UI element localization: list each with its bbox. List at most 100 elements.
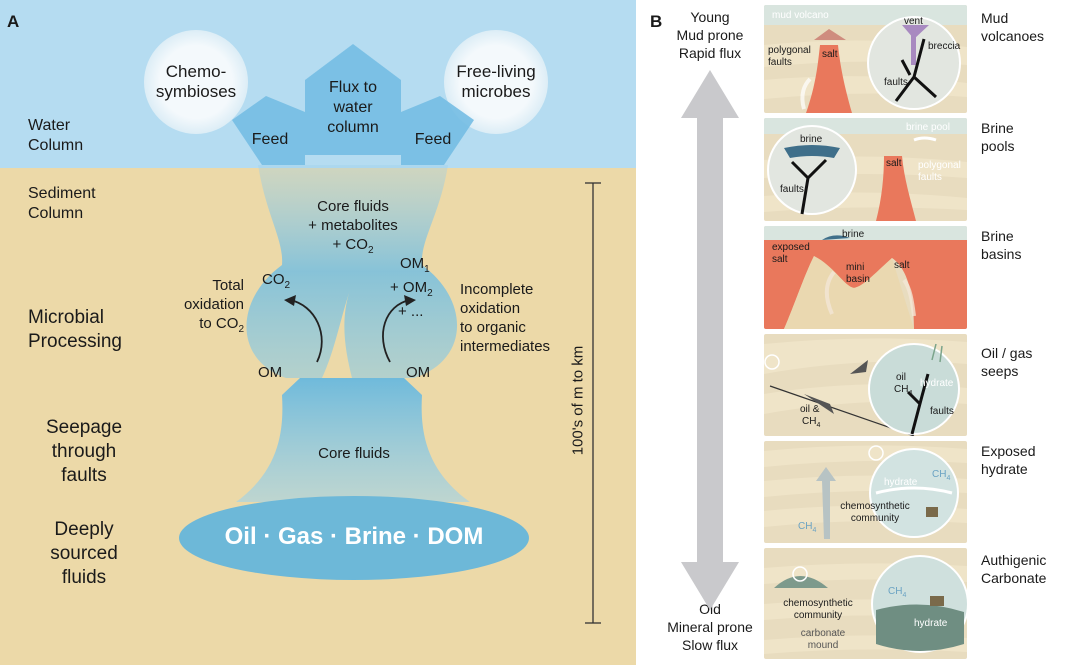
feed-left-label: Feed [251, 131, 289, 148]
core-fluids-lower: Core fluids [318, 445, 390, 462]
gradient-double-arrow [681, 70, 739, 610]
right-cycle-arrow [382, 299, 411, 363]
tile-oil-gas-seeps: oil CH4 hydrate faults oil & CH4 [764, 334, 967, 436]
ac-annotation-d: carbonate mound [800, 628, 846, 651]
bb-annotation-b: exposed salt [772, 242, 810, 265]
total-oxidation-line1: Total [212, 277, 244, 294]
upper-plume [246, 165, 458, 378]
water-column-label: Water Column [28, 117, 84, 154]
left-cycle-product: CO2 [262, 271, 290, 291]
og-annotation-c: hydrate [920, 378, 954, 389]
right-cycle-products: OM1 + OM2 + ... [390, 255, 433, 321]
tile-title-brine-basins: Brine basins [981, 228, 1022, 262]
core-fluids-top-sub: 2 [367, 245, 374, 256]
feed-arrow-right [401, 96, 474, 165]
bp-annotation-e: polygonal faults [918, 160, 961, 183]
core-fluids-top-line1: Core fluids [317, 198, 389, 215]
tile-title-mud-volcanoes: Mud volcanoes [981, 10, 1045, 44]
right-cycle-etc: + ... [398, 303, 424, 320]
chemosymbioses-label: Chemo- symbioses [155, 62, 237, 101]
bp-annotation-a: brine [800, 134, 823, 145]
feed-arrow-left [232, 96, 305, 165]
tile-exposed-hydrate: CH4 hydrate chemosynthetic community CH4 [764, 441, 967, 543]
eh-annotation-d: CH4 [798, 521, 816, 534]
core-fluids-top: Core fluids + metabolites + CO2 [280, 197, 426, 260]
tile-exposed-hydrate-art [764, 441, 967, 543]
og-annotation-b-text: CH [894, 384, 909, 395]
ac-annotation-b: chemosynthetic community [783, 598, 853, 621]
tile-title-oil-gas-seeps: Oil / gas seeps [981, 345, 1033, 379]
right-cycle-substrate: OM [406, 364, 431, 381]
ac-annotation-a-text: CH [888, 586, 903, 597]
og-annotation-a: oil [896, 372, 907, 383]
right-cycle-om1-text: OM [400, 255, 425, 272]
bb-annotation-c: mini basin [846, 262, 870, 285]
bb-annotation-d: salt [894, 260, 910, 271]
og-annotation-f-sub: 4 [816, 422, 821, 429]
deeply-sourced-label: Deeply sourced fluids [50, 519, 118, 588]
ac-annotation-a-sub: 4 [902, 592, 907, 599]
feed-right-label: Feed [414, 131, 452, 148]
microbial-processing-label: Microbial Processing [28, 307, 122, 352]
total-oxidation-label: Total oxidation to CO2 [160, 276, 244, 339]
core-fluids-top-line3: + CO2 [280, 235, 426, 260]
sediment-column-label: Sediment Column [28, 185, 96, 222]
og-annotation-f: CH4 [802, 416, 820, 429]
free-living-circle [444, 30, 548, 134]
mv-annotation-c: salt [822, 49, 838, 60]
core-fluids-top-line2: + metabolites [308, 217, 398, 234]
eh-annotation-a-sub: 4 [946, 475, 951, 482]
tile-title-exposed-hydrate: Exposed hydrate [981, 443, 1036, 477]
eh-annotation-c: chemosynthetic community [840, 501, 910, 524]
panel-a: A Water Column Sediment Column Microbial… [0, 0, 636, 665]
gradient-top-label: Young Mud prone Rapid flux [676, 9, 744, 61]
og-annotation-b-sub: 4 [908, 390, 913, 397]
mv-annotation-b: polygonal faults [768, 45, 811, 68]
tile-oil-gas-seeps-art [764, 334, 967, 436]
scale-label: 100's of m to km [569, 345, 587, 456]
right-cycle-om2-sub: 2 [427, 288, 433, 299]
right-cycle-om2-text: + OM [390, 279, 428, 296]
right-cycle-om1-sub: 1 [424, 264, 430, 275]
chemosymbioses-circle [144, 30, 248, 134]
og-annotation-e: oil & [800, 404, 820, 415]
left-cycle-co-sub: 2 [284, 280, 291, 291]
flux-arrow [305, 44, 401, 155]
bb-annotation-a: brine [842, 229, 865, 240]
total-oxidation-co: to CO [199, 315, 239, 332]
eh-annotation-a-text: CH [932, 469, 947, 480]
bp-annotation-b: brine pool [906, 122, 950, 133]
eh-annotation-b: hydrate [884, 477, 918, 488]
mv-annotation-e: breccia [928, 41, 961, 52]
total-oxidation-sub: 2 [238, 324, 244, 335]
seepage-label: Seepage through faults [45, 417, 123, 486]
source-ellipse [179, 496, 529, 580]
og-annotation-f-text: CH [802, 416, 817, 427]
bp-annotation-d: salt [886, 158, 902, 169]
mv-annotation-a: mud volcano [772, 10, 829, 21]
tile-mud-volcanoes-art [764, 5, 967, 113]
total-oxidation-line2: oxidation [183, 296, 244, 313]
total-oxidation-line3: to CO2 [160, 314, 244, 339]
eh-annotation-d-text: CH [798, 521, 813, 532]
incomplete-oxidation-label: Incomplete oxidation to organic intermed… [460, 281, 551, 355]
free-living-label: Free-living microbes [456, 62, 536, 101]
ac-annotation-c: hydrate [914, 618, 948, 629]
tile-brine-basins: brine exposed salt mini basin salt [764, 226, 967, 329]
panel-a-letter: A [7, 12, 20, 31]
left-cycle-substrate: OM [258, 364, 283, 381]
tile-brine-pools: brine brine pool faults salt polygonal f… [764, 118, 967, 221]
tile-mud-volcanoes: mud volcano polygonal faults salt vent b… [764, 5, 967, 113]
tile-authigenic-carbonate: CH4 chemosynthetic community hydrate car… [764, 548, 967, 659]
lower-plume [236, 378, 470, 502]
tile-brine-basins-art [764, 226, 967, 329]
right-cycle-om2: + OM2 [390, 279, 433, 303]
core-fluids-top-co: + CO [332, 236, 368, 253]
panel-b-letter: B [650, 12, 663, 31]
ac-annotation-a: CH4 [888, 586, 906, 599]
bp-annotation-c: faults [780, 184, 804, 195]
tile-authigenic-carbonate-art [764, 548, 967, 659]
left-cycle-arrow [289, 299, 323, 363]
left-cycle-co: CO [262, 271, 285, 288]
og-annotation-d: faults [930, 406, 954, 417]
